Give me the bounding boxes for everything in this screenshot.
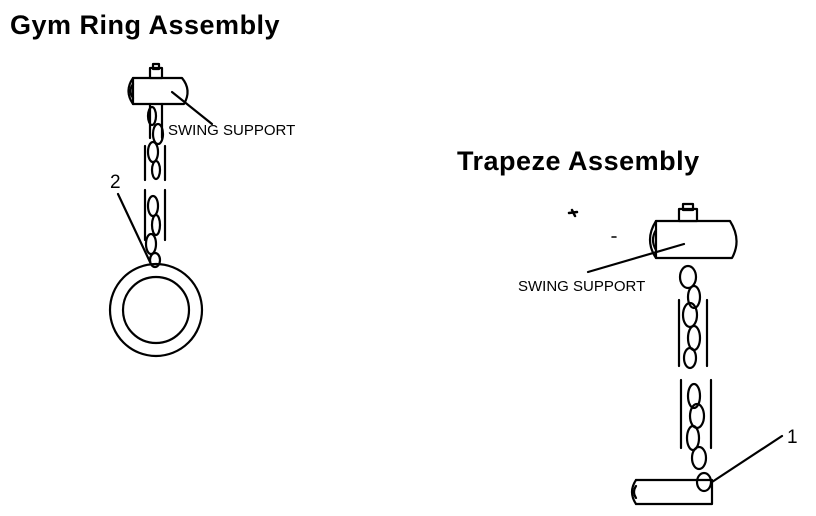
trapeze-swing-support-label: SWING SUPPORT — [518, 278, 646, 295]
gym-ring-title: Gym Ring Assembly — [10, 10, 281, 40]
gym-swing-support-label: SWING SUPPORT — [168, 122, 296, 139]
trapeze-swing-support-beam — [648, 202, 738, 260]
gym-callout-leader-line — [116, 192, 152, 264]
stray-mark — [567, 208, 579, 218]
gym-chain — [143, 102, 167, 269]
trapeze-callout-leader-line — [710, 434, 784, 484]
trapeze-support-leader-line — [586, 242, 686, 274]
trapeze-bar — [630, 478, 714, 506]
trapeze-callout-number: 1 — [787, 427, 798, 448]
trapeze-chain — [677, 264, 713, 493]
trapeze-title: Trapeze Assembly — [457, 146, 700, 176]
gym-callout-number: 2 — [110, 172, 121, 193]
gym-support-leader-line — [170, 90, 214, 126]
gym-swing-support-beam — [127, 62, 189, 106]
gym-ring — [108, 262, 204, 358]
